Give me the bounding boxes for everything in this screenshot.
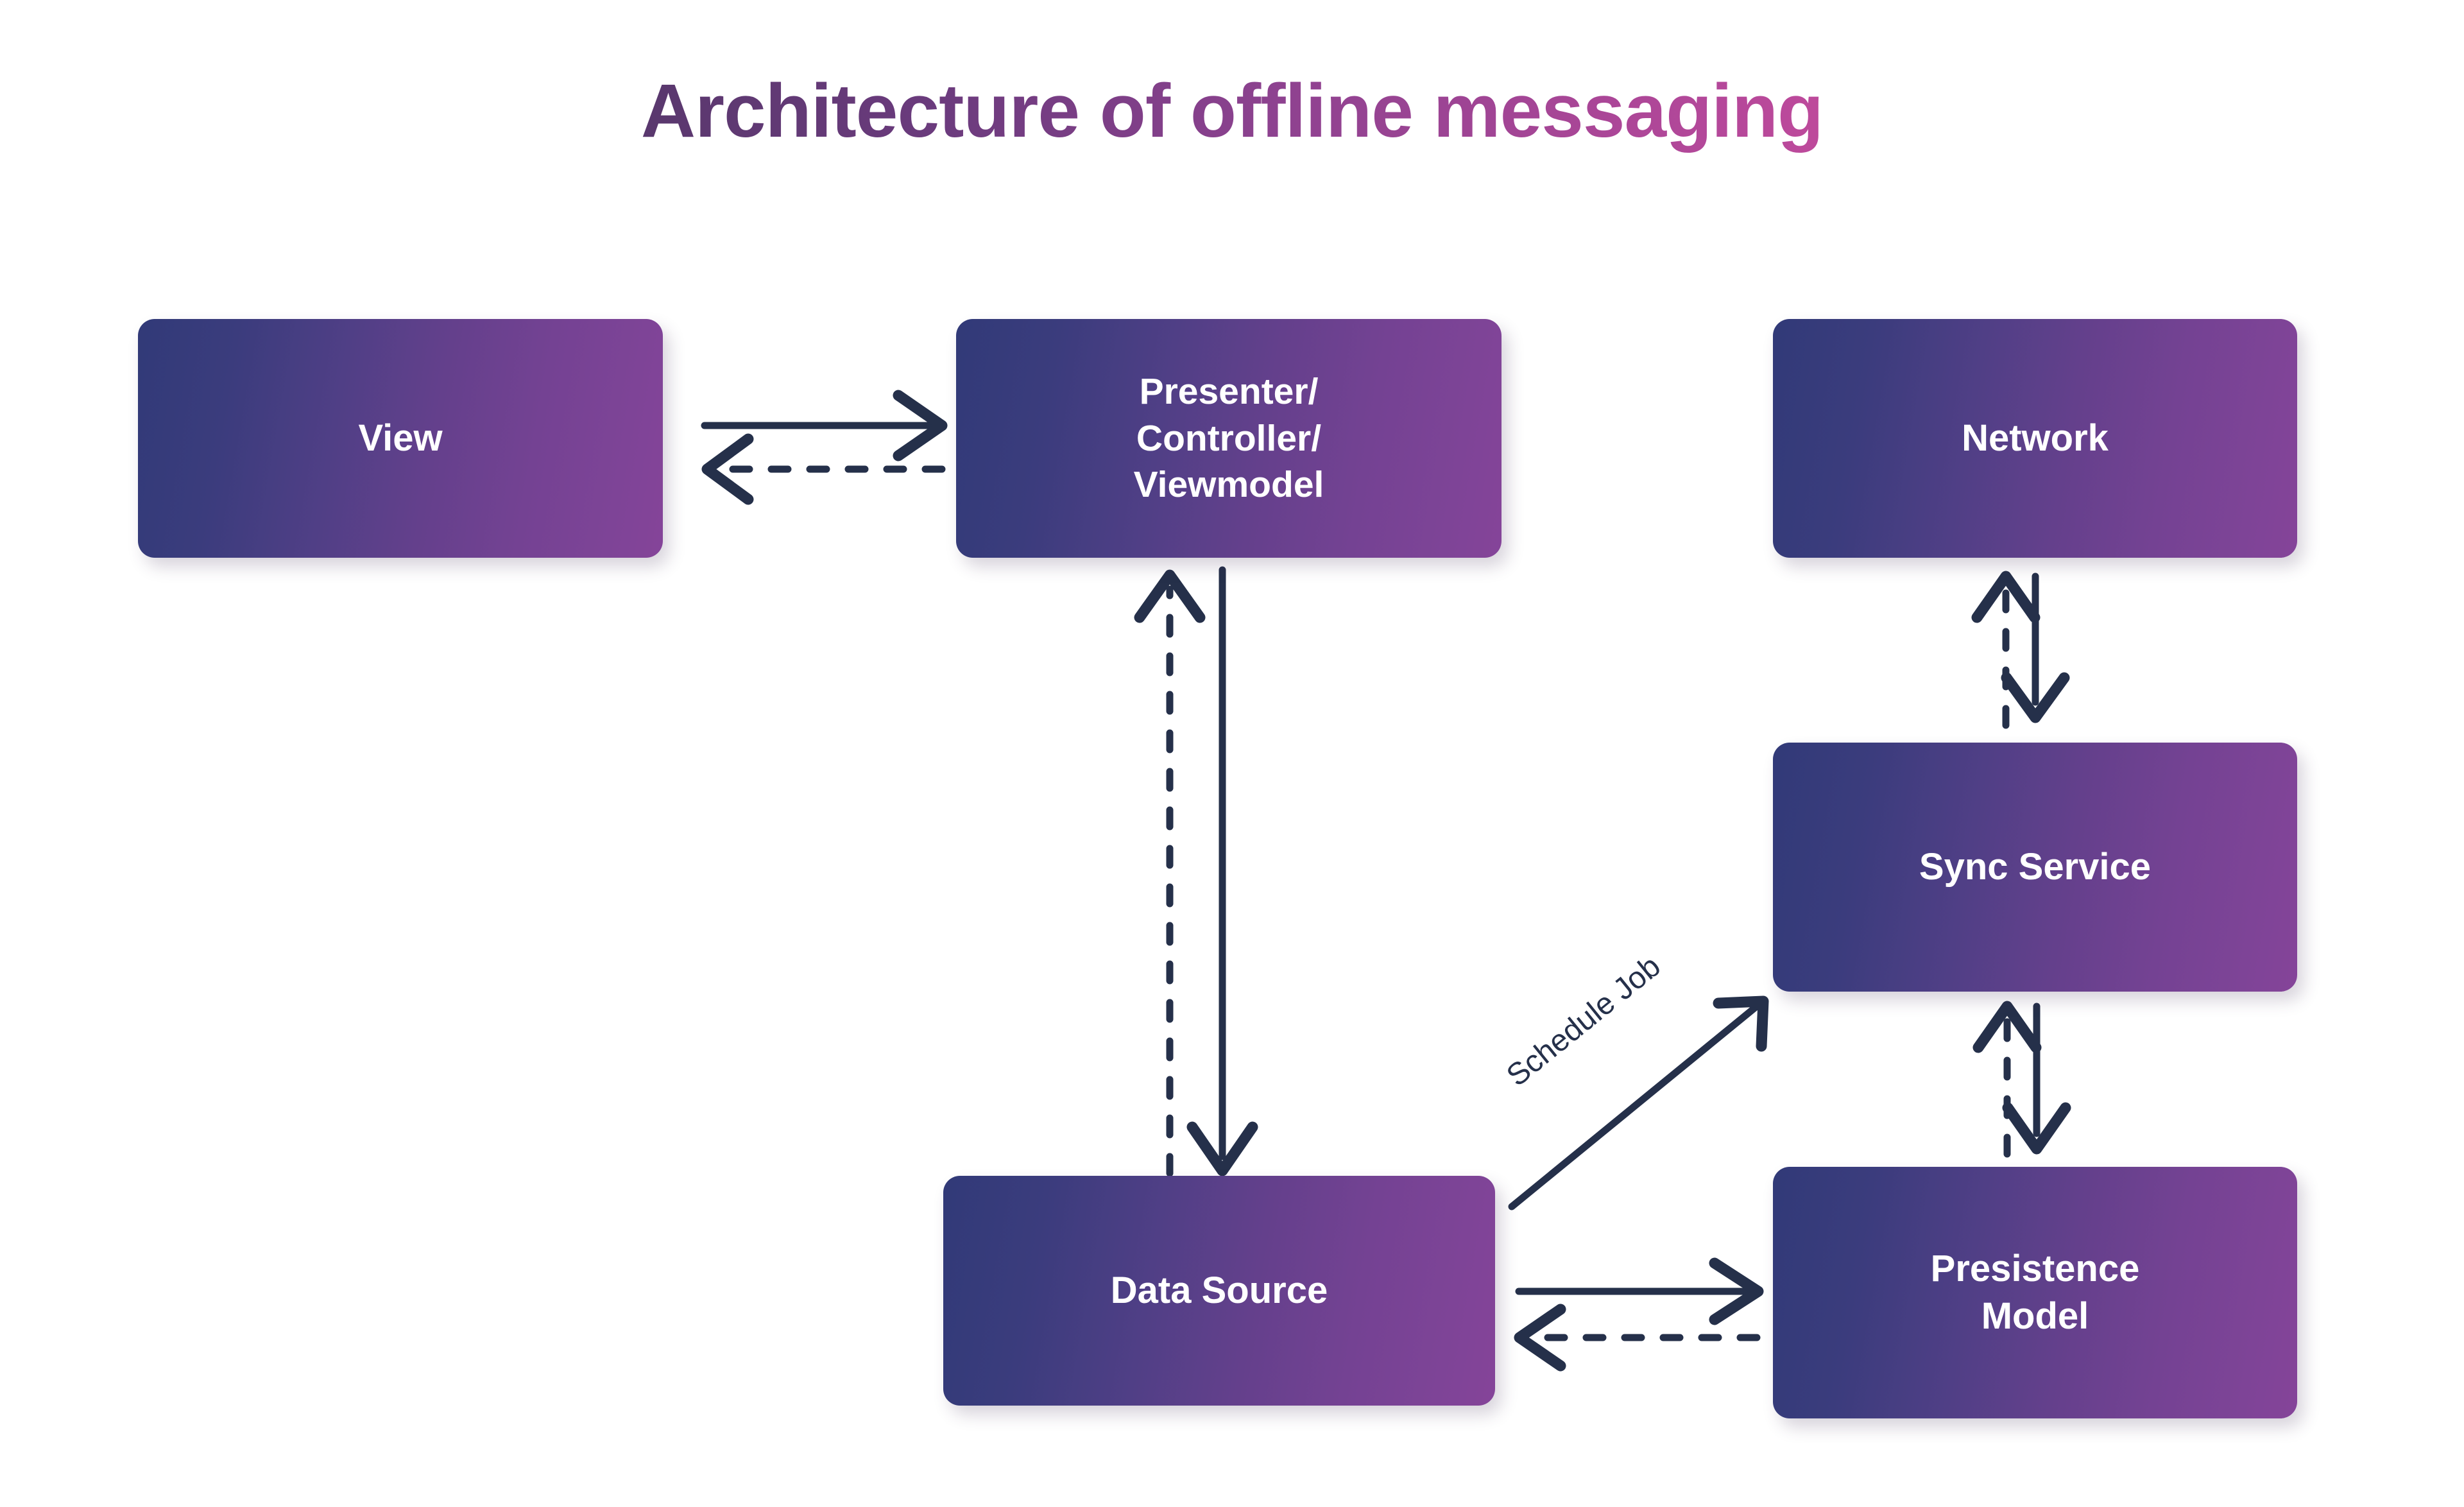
node-presenter-label: Presenter/ Controller/ Viewmodel: [1133, 370, 1324, 506]
edge-presenter-to-datasource: [1186, 566, 1258, 1176]
edge-sync-service-to-network: [1971, 571, 2041, 729]
edge-persistence-to-datasource: [1514, 1304, 1761, 1372]
page-title: Architecture of offline messaging: [0, 67, 2464, 155]
node-data-source-label: Data Source: [1110, 1269, 1328, 1311]
edge-datasource-to-persistence: [1515, 1257, 1764, 1325]
node-sync-service-label: Sync Service: [1919, 845, 2152, 888]
edge-datasource-to-presenter: [1134, 569, 1206, 1177]
node-presistence-model[interactable]: Presistence Model: [1773, 1167, 2297, 1418]
edge-view-to-presenter: [701, 390, 948, 461]
edge-sync-service-to-persistence: [2002, 1003, 2071, 1155]
node-view[interactable]: View: [138, 319, 663, 558]
node-presenter-controller-viewmodel[interactable]: Presenter/ Controller/ Viewmodel: [956, 319, 1502, 558]
node-presistence-model-label: Presistence Model: [1930, 1247, 2140, 1337]
edge-persistence-to-sync-service: [1972, 1001, 2042, 1158]
node-network-label: Network: [1962, 417, 2109, 459]
node-data-source[interactable]: Data Source: [943, 1176, 1495, 1406]
edge-label-schedule-job: Schedule Job: [1500, 949, 1667, 1094]
node-sync-service[interactable]: Sync Service: [1773, 743, 2297, 992]
edge-presenter-to-view: [701, 433, 946, 505]
node-view-label: View: [358, 417, 443, 459]
edge-network-to-sync-service: [2001, 573, 2070, 723]
node-network[interactable]: Network: [1773, 319, 2297, 558]
